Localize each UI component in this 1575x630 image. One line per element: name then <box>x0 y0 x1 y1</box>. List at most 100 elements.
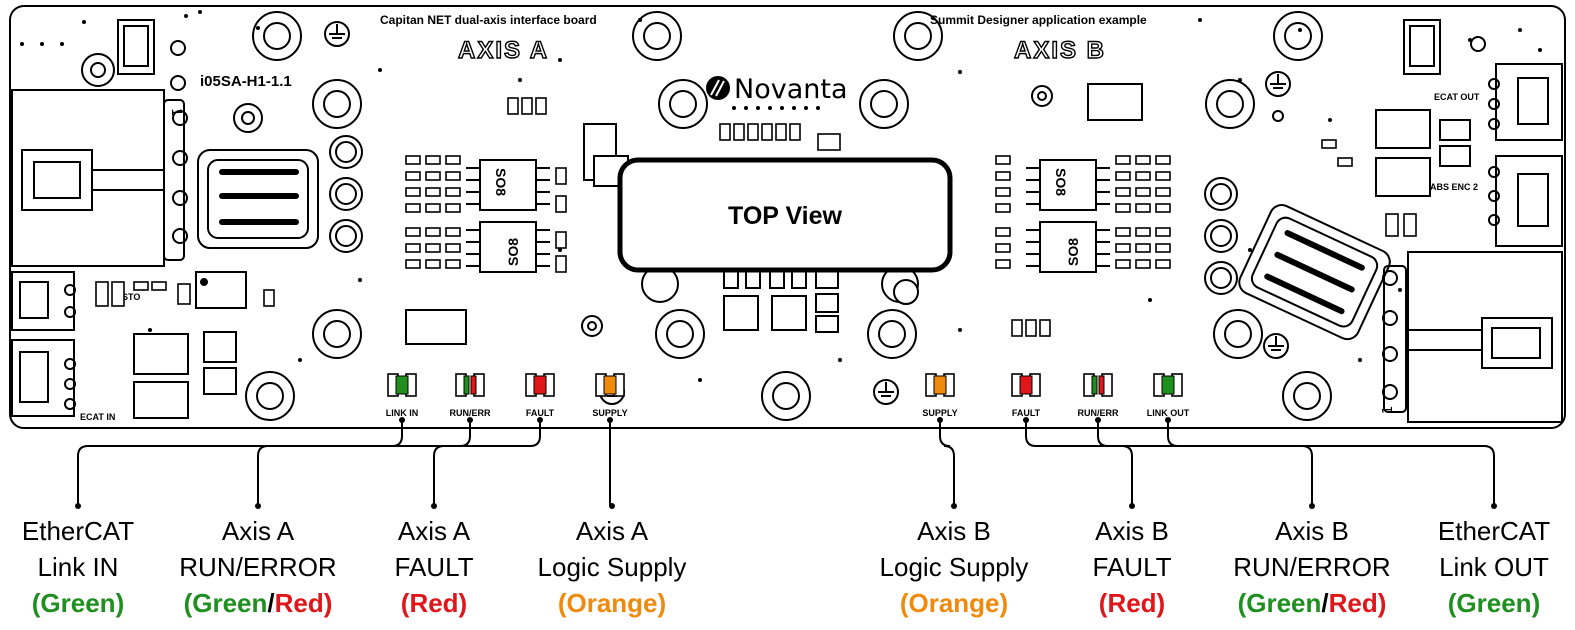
callout-line2: Logic Supply <box>538 552 687 582</box>
callout-led-color: (Green) <box>1448 588 1540 618</box>
board-title-right: Summit Designer application example <box>930 13 1147 27</box>
status-led: FAULT <box>1011 373 1041 418</box>
led-silk-label: LINK OUT <box>1147 408 1190 418</box>
check-mark-circle <box>893 279 919 305</box>
novanta-logo: Novanta <box>706 74 847 110</box>
part-number: i05SA-H1-1.1 <box>200 73 292 90</box>
leader-dot <box>609 503 615 509</box>
top-view-label: TOP View <box>728 202 843 230</box>
pin-one-left: 1 <box>168 108 183 116</box>
callout-led-color: (Red) <box>401 588 467 618</box>
axis-b-label: AXIS B <box>1014 37 1106 64</box>
led-silk-label: SUPPLY <box>592 408 627 418</box>
top-view-callout: TOP View <box>617 157 953 273</box>
leader-dot <box>951 503 957 509</box>
board-title-left: Capitan NET dual-axis interface board <box>380 13 597 27</box>
led-red <box>533 375 547 395</box>
led-red <box>1098 375 1105 395</box>
abs-enc-label: ABS ENC 2 <box>1430 182 1478 192</box>
callout-line2: RUN/ERROR <box>1233 552 1390 582</box>
color-text-a: (Green) <box>1448 588 1540 618</box>
callout-line2: FAULT <box>395 552 474 582</box>
leader-dot <box>467 417 473 423</box>
leader-lines <box>75 417 1497 509</box>
led-silk-label: RUN/ERR <box>449 408 491 418</box>
color-separator: / <box>1321 588 1328 618</box>
color-text-a: (Green <box>184 588 268 618</box>
status-led: RUN/ERR <box>449 373 491 418</box>
led-silk-label: FAULT <box>1012 408 1041 418</box>
sto-label: STO <box>122 292 140 302</box>
led-silk-label: LINK IN <box>386 408 419 418</box>
callout-line2: RUN/ERROR <box>179 552 336 582</box>
leader-line <box>1025 420 1133 506</box>
led-orange <box>933 375 947 395</box>
leader-line <box>257 420 471 506</box>
callout-line1: Axis B <box>1275 516 1349 546</box>
leader-dot <box>937 417 943 423</box>
leds-layer: LINK IN RUN/ERR FAULT SUPPLY SUPPLY FAULT RUN/… <box>386 373 1190 418</box>
leader-dot <box>607 417 613 423</box>
status-led: SUPPLY <box>922 373 958 418</box>
color-text-b: Red) <box>275 588 333 618</box>
color-separator: / <box>267 588 274 618</box>
passive-components <box>95 97 1417 337</box>
leader-dot <box>399 417 405 423</box>
led-red <box>1019 375 1033 395</box>
leader-dot <box>1491 503 1497 509</box>
leader-line <box>1097 420 1313 506</box>
callout-led-color: (Green/Red) <box>184 588 333 618</box>
callout-line2: Link OUT <box>1439 552 1549 582</box>
so8-label: SO8 <box>1065 238 1081 266</box>
left-small-connectors <box>11 271 76 417</box>
callout-line2: Logic Supply <box>880 552 1029 582</box>
brand-name: Novanta <box>734 74 847 105</box>
callout-line1: Axis B <box>917 516 991 546</box>
leader-dot <box>431 503 437 509</box>
status-led: LINK IN <box>386 373 419 418</box>
callout-line2: Link IN <box>38 552 119 582</box>
callout-labels: EtherCAT Link IN (Green) Axis A RUN/ERROR (Gr… <box>22 516 1550 618</box>
so8-chip-a1: SO8 <box>466 159 550 211</box>
so8-chip-b2: SO8 <box>1026 221 1110 273</box>
axis-a-label: AXIS A <box>458 37 549 64</box>
led-green <box>1161 375 1175 395</box>
color-text-a: (Green) <box>32 588 124 618</box>
pin-one-right: 1 <box>1381 406 1396 414</box>
via-dots <box>20 10 1542 382</box>
color-text-a: (Red) <box>1099 588 1165 618</box>
so8-chip-a2: SO8 <box>466 221 550 273</box>
mounting-holes <box>245 11 1332 421</box>
status-led: RUN/ERR <box>1077 373 1119 418</box>
callout-led-color: (Green) <box>32 588 124 618</box>
led-silk-label: FAULT <box>526 408 555 418</box>
so8-label: SO8 <box>493 168 509 196</box>
led-green <box>1091 375 1098 395</box>
callout-label: Axis A FAULT (Red) <box>395 516 474 618</box>
so8-label: SO8 <box>505 238 521 266</box>
right-connectors <box>1382 63 1563 423</box>
left-power-connector <box>11 89 188 267</box>
callout-line1: EtherCAT <box>1438 516 1550 546</box>
leader-dot <box>1095 417 1101 423</box>
color-text-b: Red) <box>1329 588 1387 618</box>
leader-dot <box>1023 417 1029 423</box>
leader-line <box>1167 420 1495 506</box>
leader-line <box>939 420 955 506</box>
callout-line1: Axis A <box>222 516 295 546</box>
left-thermal-pad <box>197 149 319 249</box>
callout-label: EtherCAT Link OUT (Green) <box>1438 516 1550 618</box>
leader-dot <box>537 417 543 423</box>
callout-line1: Axis A <box>398 516 471 546</box>
leader-dot <box>255 503 261 509</box>
ecat-in-label: ECAT IN <box>80 412 115 422</box>
status-led: LINK OUT <box>1147 373 1190 418</box>
leader-line <box>77 420 403 506</box>
so8-chip-b1: SO8 <box>1026 159 1110 211</box>
